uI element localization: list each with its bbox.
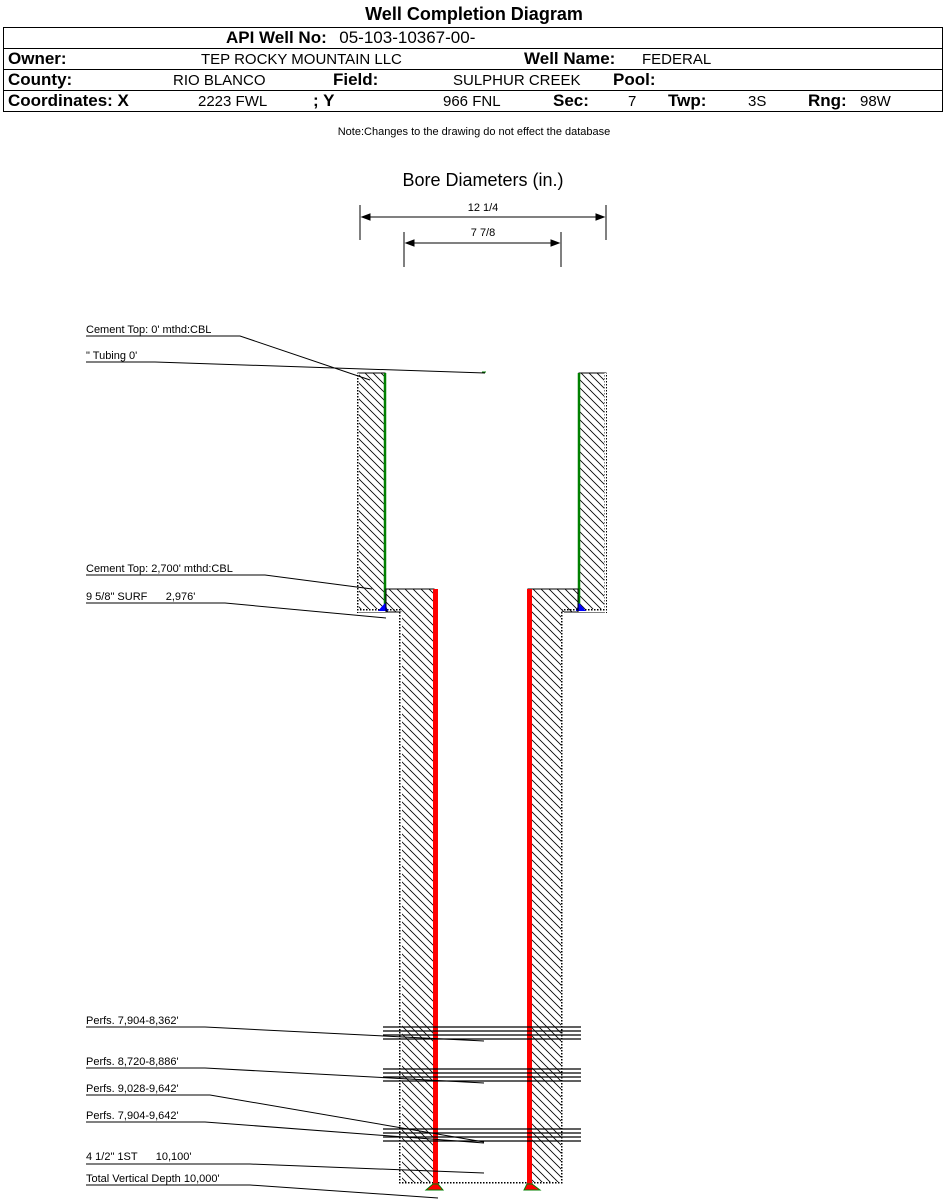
coord-y-label: ; Y <box>313 91 335 110</box>
perf-label-3: Perfs. 9,028-9,642' <box>86 1083 179 1095</box>
surface-casing-label: 9 5/8" SURF 2,976' <box>86 591 195 603</box>
cement-top-label-2: Cement Top: 2,700' mthd:CBL <box>86 563 233 575</box>
api-value: 05-103-10367-00- <box>339 28 476 47</box>
twp-label: Twp: <box>668 91 707 110</box>
leader-lines <box>86 335 486 1199</box>
production-casing-label: 4 1/2" 1ST 10,100' <box>86 1151 191 1163</box>
county-label: County: <box>8 70 73 89</box>
api-label: API Well No: <box>226 28 327 47</box>
county-value: RIO BLANCO <box>173 72 266 89</box>
bore-dimension-inner <box>403 232 562 267</box>
diagram-title: Well Completion Diagram <box>365 4 583 24</box>
surface-casing-section <box>356 372 607 613</box>
perf-label-4: Perfs. 7,904-9,642' <box>86 1110 179 1122</box>
owner-value: TEP ROCKY MOUNTAIN LLC <box>201 51 402 68</box>
coord-y-value: 966 FNL <box>443 93 501 110</box>
owner-label: Owner: <box>8 49 67 68</box>
well-header-table: API Well No: 05-103-10367-00- Owner: TEP … <box>3 27 943 112</box>
field-label: Field: <box>333 70 379 89</box>
coord-x-label: Coordinates: X <box>8 91 129 110</box>
well-name-value: FEDERAL <box>642 51 712 68</box>
cement-top-label-1: Cement Top: 0' mthd:CBL <box>86 324 211 336</box>
perforations <box>383 1026 581 1142</box>
total-depth-label: Total Vertical Depth 10,000' <box>86 1173 220 1185</box>
rng-label: Rng: <box>808 91 847 110</box>
field-value: SULPHUR CREEK <box>453 72 581 89</box>
coord-x-value: 2223 FWL <box>198 93 268 110</box>
rng-value: 98W <box>860 93 891 110</box>
production-casing-section <box>385 588 579 1191</box>
perf-label-1: Perfs. 7,904-8,362' <box>86 1015 179 1027</box>
bore-title: Bore Diameters (in.) <box>402 170 563 190</box>
twp-value: 3S <box>748 93 767 110</box>
bore-inner-label: 7 7/8 <box>471 227 495 239</box>
bore-dimension-outer <box>359 205 607 240</box>
tubing-label: " Tubing 0' <box>86 350 137 362</box>
pool-label: Pool: <box>613 70 656 89</box>
well-name-label: Well Name: <box>524 49 616 68</box>
bore-outer-label: 12 1/4 <box>468 202 499 214</box>
database-note: Note:Changes to the drawing do not effec… <box>337 126 611 138</box>
sec-label: Sec: <box>553 91 589 110</box>
perf-label-2: Perfs. 8,720-8,886' <box>86 1056 179 1068</box>
sec-value: 7 <box>628 93 637 110</box>
